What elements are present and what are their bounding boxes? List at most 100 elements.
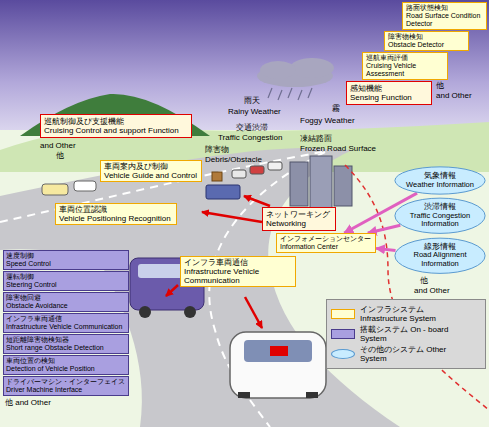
annotation-label: Traffic Congestion [218, 133, 282, 142]
info-ellipse: 線形情報Road Alignment Information [394, 237, 486, 275]
legend-row: 搭載システム On - board System [331, 325, 481, 343]
node-text: Detection of Vehicle Position [6, 365, 126, 373]
legend-text: 搭載システム On - board System [360, 325, 460, 343]
annotation-label: and Other [40, 141, 76, 150]
node-text: インフォメーションセンター [280, 235, 372, 243]
node-text: Vehicle Guide and Control [104, 171, 198, 180]
annotation-label: 霧 [332, 104, 340, 113]
ellipse-shape [395, 167, 485, 194]
annotation-label: Rainy Weather [228, 107, 281, 116]
node-text: Infrastructure Vehicle Communication [6, 323, 126, 331]
node-text: 車両案内及び制御 [104, 162, 198, 171]
car [268, 162, 282, 170]
node-text: Vehicle Positioning Recognition [59, 214, 173, 223]
windshield [244, 340, 312, 362]
node-text: 感知機能 [350, 84, 428, 93]
legend-swatch [331, 329, 355, 339]
onboard-box: ドライバーマシン・インターフェイスDriver Machine Interfac… [3, 376, 129, 396]
infrastructure-box: インフォメーションセンターInformation Center [276, 233, 376, 253]
infrastructure-box: 路面状態検知Road Surface Condition Detector [402, 2, 487, 30]
comm-arrow [245, 297, 262, 328]
annotation-label: 他 [56, 151, 64, 160]
node-text: Obstacle Detector [388, 41, 465, 49]
rain-drop [308, 88, 312, 98]
node-text: 巡航制御及び支援機能 [44, 117, 188, 126]
debris-box [212, 172, 222, 181]
annotation-label: 凍結路面 [300, 134, 332, 143]
node-text: Road Alignment Information [403, 251, 477, 268]
node-text: 障害物検知 [388, 33, 465, 41]
annotation-label: 障害物 [205, 145, 229, 154]
road [0, 148, 400, 427]
legend-row: その他のシステム Other System [331, 345, 481, 363]
wheel [306, 392, 318, 398]
node-text: 車両位置の検知 [6, 357, 126, 365]
node-text: 障害物回避 [6, 294, 126, 302]
building [334, 166, 352, 206]
onboard-box: 障害物回避Obstacle Avoidance [3, 292, 129, 312]
infrastructure-box: 車両位置認識Vehicle Positioning Recognition [55, 203, 177, 225]
car [232, 170, 246, 178]
onboard-box: 車両位置の検知Detection of Vehicle Position [3, 355, 129, 375]
rain-drop [288, 88, 292, 98]
building [310, 156, 332, 208]
legend-swatch [331, 349, 355, 359]
car [74, 181, 96, 191]
node-text: 巡航車両評価 [366, 54, 444, 62]
node-text: Steering Control [6, 281, 126, 289]
node-text: Cruising Vehicle Assessment [366, 62, 444, 78]
legend-text: その他のシステム Other System [360, 345, 460, 363]
node-text: Traffic Congestion Information [403, 212, 477, 229]
node-text: 運転制御 [6, 273, 126, 281]
annotation-label: 他 [420, 276, 428, 285]
annotation-label: and Other [436, 91, 472, 100]
node-text: 渋滞情報 [403, 203, 477, 212]
rain-drop [298, 90, 302, 100]
ground [0, 130, 489, 427]
infrastructure-box: 巡航車両評価Cruising Vehicle Assessment [362, 52, 448, 80]
node-text: ネットワーキング [266, 210, 332, 219]
cloud [260, 61, 296, 79]
building [290, 162, 308, 206]
onboard-box: 運転制御Steering Control [3, 271, 129, 291]
node-text: Sensing Function [350, 93, 428, 102]
ellipse-shape [395, 238, 485, 273]
annotation-label: Foggy Weather [300, 116, 355, 125]
annotation-label: 雨天 [244, 96, 260, 105]
node-text: Driver Machine Interface [6, 386, 126, 394]
infrastructure-box: 車両案内及び制御Vehicle Guide and Control [100, 160, 202, 182]
node-text: Short range Obstacle Detection [6, 344, 126, 352]
comm-arrow [166, 285, 178, 296]
function-box: 巡航制御及び支援機能Cruising Control and support F… [40, 114, 192, 138]
legend-box: インフラシステム Infrastructure System 搭載システム On … [326, 299, 486, 369]
node-text: インフラ車両通信 [184, 258, 292, 267]
ellipse-shape [395, 198, 485, 233]
onboard-unit [270, 346, 288, 356]
rain-drop [278, 90, 282, 100]
car [230, 332, 326, 398]
onboard-box: 短距離障害物検知器Short range Obstacle Detection [3, 334, 129, 354]
info-ellipse: 渋滞情報Traffic Congestion Information [394, 197, 486, 235]
node-text: Information Center [280, 243, 372, 251]
node-text: 短距離障害物検知器 [6, 336, 126, 344]
car [42, 184, 68, 195]
node-text: Cruising Control and support Function [44, 126, 188, 135]
node-text: 車両位置認識 [59, 205, 173, 214]
node-text: Obstacle Avoidance [6, 302, 126, 310]
node-text: Weather Information [403, 181, 477, 190]
node-text: Networking [266, 219, 332, 228]
info-arrow [376, 248, 396, 250]
comm-arrow [244, 196, 270, 206]
rain-drop [268, 88, 272, 98]
boundary-line [345, 165, 489, 410]
node-text: 気象情報 [403, 172, 477, 181]
legend-row: インフラシステム Infrastructure System [331, 305, 481, 323]
legend-swatch [331, 309, 355, 319]
truck [206, 185, 240, 199]
wheel [238, 392, 250, 398]
cloud [290, 58, 334, 78]
annotation-label: and Other [414, 286, 450, 295]
annotation-label: Frozen Road Surface [300, 144, 376, 153]
comm-arrow [202, 212, 262, 222]
annotation-label: 他 [436, 81, 444, 90]
